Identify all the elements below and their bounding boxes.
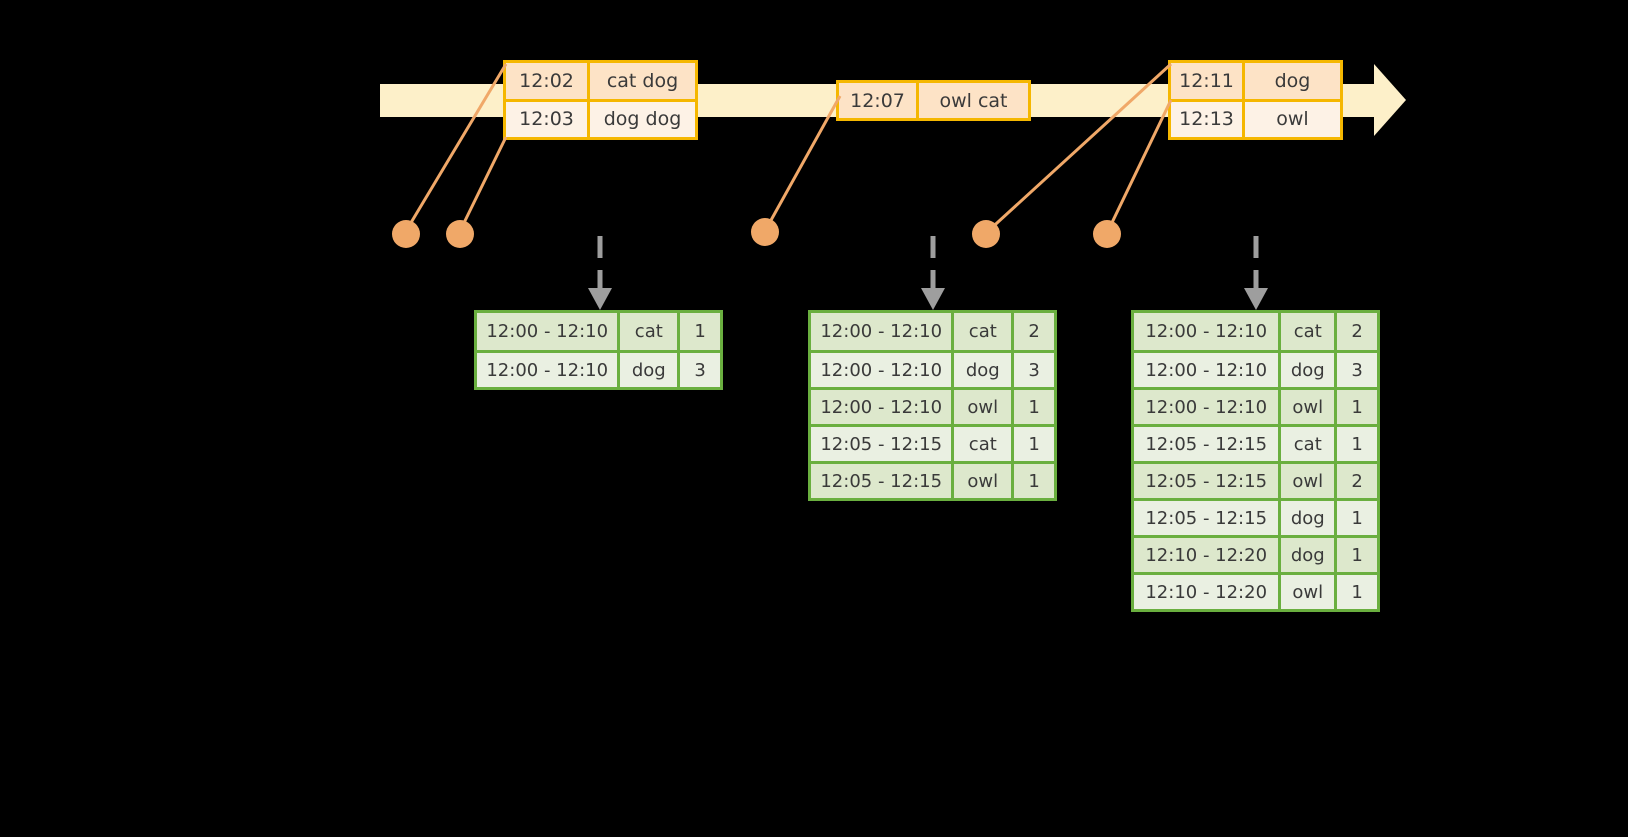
table-row[interactable]: 12:00 - 12:10 owl 1 [1134, 387, 1377, 424]
event-value: owl [1276, 108, 1309, 131]
key-cell: dog [1281, 501, 1338, 535]
key-cell: owl [1281, 390, 1338, 424]
window-cell: 12:00 - 12:10 [1134, 353, 1282, 387]
timeline-arrowhead-icon [1374, 64, 1406, 136]
count-cell: 2 [1351, 470, 1363, 492]
key-cell: dog [620, 353, 681, 387]
event-value: dog [1274, 69, 1311, 92]
result-table-1[interactable]: 12:00 - 12:10 cat 1 12:00 - 12:10 dog 3 [474, 310, 723, 390]
event-time: 12:13 [1171, 101, 1245, 137]
event-row[interactable]: 12:11 dog [1171, 63, 1340, 99]
key-cell: dog [954, 353, 1015, 387]
table-row[interactable]: 12:00 - 12:10 owl 1 [811, 387, 1054, 424]
table-row[interactable]: 12:00 - 12:10 cat 2 [1134, 313, 1377, 350]
event-value: dog dog [603, 108, 682, 131]
count-cell: 1 [1028, 396, 1040, 418]
window-cell: 12:00 - 12:10 [477, 353, 621, 387]
key-cell: cat [1281, 313, 1338, 350]
event-group-c[interactable]: 12:11 dog 12:13 owl [1168, 60, 1343, 140]
table-row[interactable]: 12:05 - 12:15 cat 1 [1134, 424, 1377, 461]
event-group-a[interactable]: 12:02 cat dog 12:03 dog dog [503, 60, 698, 140]
count-cell: 1 [1028, 433, 1040, 455]
event-time: 12:03 [506, 101, 590, 137]
table-row[interactable]: 12:00 - 12:10 cat 1 [477, 313, 720, 350]
table-row[interactable]: 12:10 - 12:20 dog 1 [1134, 535, 1377, 572]
event-dot [1093, 220, 1121, 248]
event-dot [751, 218, 779, 246]
event-dot [972, 220, 1000, 248]
count-cell: 1 [1351, 581, 1363, 603]
key-cell: cat [954, 313, 1015, 350]
result-table-3[interactable]: 12:00 - 12:10 cat 2 12:00 - 12:10 dog 3 … [1131, 310, 1380, 612]
event-dot [392, 220, 420, 248]
count-cell: 2 [1351, 321, 1363, 342]
window-cell: 12:05 - 12:15 [1134, 427, 1282, 461]
key-cell: dog [1281, 353, 1338, 387]
key-cell: cat [1281, 427, 1338, 461]
window-cell: 12:00 - 12:10 [1134, 390, 1282, 424]
window-cell: 12:00 - 12:10 [811, 353, 955, 387]
key-cell: owl [1281, 575, 1338, 609]
count-cell: 1 [1351, 396, 1363, 418]
table-row[interactable]: 12:05 - 12:15 dog 1 [1134, 498, 1377, 535]
event-dot [446, 220, 474, 248]
count-cell: 1 [694, 321, 706, 342]
event-row[interactable]: 12:07 owl cat [839, 83, 1028, 118]
count-cell: 2 [1028, 321, 1040, 342]
key-cell: cat [954, 427, 1015, 461]
window-cell: 12:05 - 12:15 [1134, 464, 1282, 498]
table-row[interactable]: 12:10 - 12:20 owl 1 [1134, 572, 1377, 609]
table-row[interactable]: 12:00 - 12:10 dog 3 [811, 350, 1054, 387]
count-cell: 3 [1351, 359, 1363, 381]
connector-line [458, 136, 508, 232]
table-row[interactable]: 12:00 - 12:10 cat 2 [811, 313, 1054, 350]
count-cell: 3 [694, 359, 706, 381]
table-row[interactable]: 12:05 - 12:15 cat 1 [811, 424, 1054, 461]
key-cell: owl [1281, 464, 1338, 498]
window-cell: 12:00 - 12:10 [477, 313, 621, 350]
event-row[interactable]: 12:02 cat dog [506, 63, 695, 99]
window-cell: 12:00 - 12:10 [811, 313, 955, 350]
event-row[interactable]: 12:03 dog dog [506, 98, 695, 137]
count-cell: 1 [1028, 470, 1040, 492]
window-cell: 12:10 - 12:20 [1134, 538, 1282, 572]
window-cell: 12:10 - 12:20 [1134, 575, 1282, 609]
event-row[interactable]: 12:13 owl [1171, 98, 1340, 137]
window-cell: 12:05 - 12:15 [811, 464, 955, 498]
event-group-b[interactable]: 12:07 owl cat [836, 80, 1031, 121]
key-cell: owl [954, 390, 1015, 424]
flow-arrow-2 [921, 236, 945, 310]
window-cell: 12:00 - 12:10 [1134, 313, 1282, 350]
event-value: cat dog [606, 69, 679, 92]
flow-arrow-3 [1244, 236, 1268, 310]
window-cell: 12:05 - 12:15 [1134, 501, 1282, 535]
event-time: 12:11 [1171, 63, 1245, 99]
flow-arrow-1 [588, 236, 612, 310]
connector-line [1105, 99, 1173, 234]
window-cell: 12:05 - 12:15 [811, 427, 955, 461]
event-time: 12:07 [839, 83, 919, 118]
event-value: owl cat [939, 89, 1008, 112]
count-cell: 1 [1351, 507, 1363, 529]
table-row[interactable]: 12:05 - 12:15 owl 2 [1134, 461, 1377, 498]
key-cell: dog [1281, 538, 1338, 572]
table-row[interactable]: 12:00 - 12:10 dog 3 [1134, 350, 1377, 387]
table-row[interactable]: 12:00 - 12:10 dog 3 [477, 350, 720, 387]
count-cell: 1 [1351, 433, 1363, 455]
count-cell: 1 [1351, 544, 1363, 566]
event-time: 12:02 [506, 63, 590, 99]
key-cell: cat [620, 313, 681, 350]
key-cell: owl [954, 464, 1015, 498]
table-row[interactable]: 12:05 - 12:15 owl 1 [811, 461, 1054, 498]
count-cell: 3 [1028, 359, 1040, 381]
result-table-2[interactable]: 12:00 - 12:10 cat 2 12:00 - 12:10 dog 3 … [808, 310, 1057, 501]
window-cell: 12:00 - 12:10 [811, 390, 955, 424]
